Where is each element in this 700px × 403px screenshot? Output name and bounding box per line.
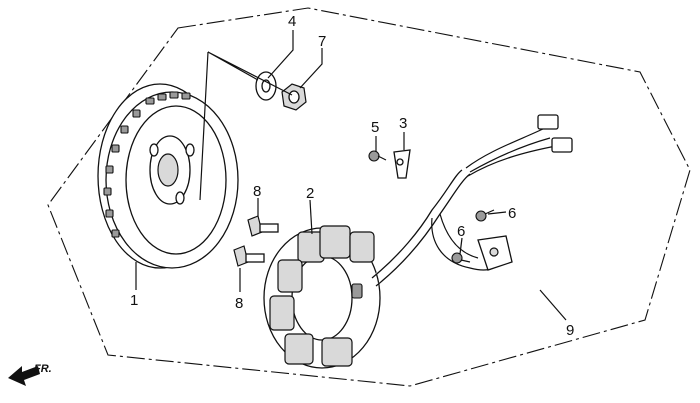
callout-3: 3 xyxy=(399,115,407,132)
callout-4: 4 xyxy=(288,13,296,30)
nut xyxy=(281,83,307,111)
front-direction-marker: FR. xyxy=(8,363,52,386)
leader-6a xyxy=(487,211,507,215)
leader-4 xyxy=(267,30,294,79)
assembly-boundary xyxy=(47,7,691,387)
callout-6-lower: 6 xyxy=(457,223,465,240)
washer xyxy=(255,71,277,101)
callout-2: 2 xyxy=(306,185,314,202)
flywheel xyxy=(97,83,239,269)
bolt-6-upper xyxy=(475,209,495,222)
stator xyxy=(263,225,381,369)
front-label: FR. xyxy=(34,363,52,375)
screw-small xyxy=(368,150,387,162)
callout-6-upper: 6 xyxy=(508,205,516,222)
callout-9: 9 xyxy=(566,322,574,339)
wiring-harness xyxy=(371,114,573,287)
leader-2 xyxy=(309,199,313,235)
callout-7: 7 xyxy=(318,33,326,50)
leader-9 xyxy=(539,289,567,321)
leader-7 xyxy=(299,48,323,89)
flywheel-vent-slots xyxy=(103,91,191,238)
callout-8-lower: 8 xyxy=(235,295,243,312)
bolt-8-upper xyxy=(247,215,279,237)
bracket xyxy=(393,149,411,179)
bolt-6-lower xyxy=(451,252,471,264)
front-arrow-icon xyxy=(8,366,40,386)
callout-5: 5 xyxy=(371,119,379,136)
leader-washer-nut xyxy=(199,51,293,201)
bolt-8-lower xyxy=(233,245,265,267)
leader-6b xyxy=(459,237,463,255)
callout-8-upper: 8 xyxy=(253,183,261,200)
callout-1: 1 xyxy=(130,292,138,309)
